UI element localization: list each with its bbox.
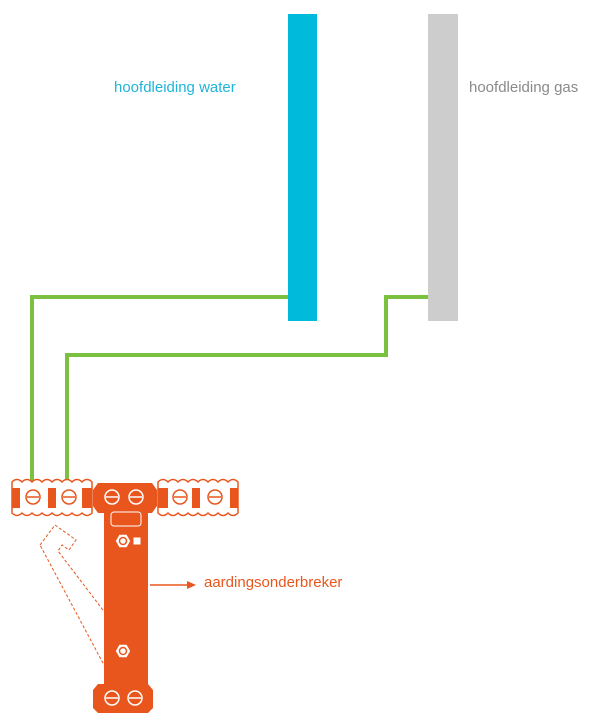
terminal-screws <box>25 489 223 505</box>
bar-nut-bottom <box>114 643 132 659</box>
water-pipe-label: hoofdleiding water <box>114 79 236 96</box>
earthing-interrupter <box>11 478 239 713</box>
central-clamp <box>93 483 157 513</box>
gas-main-pipe <box>428 14 458 321</box>
bottom-clamp <box>93 684 153 713</box>
breaker-arrow <box>150 581 196 589</box>
gas-earth-wire <box>65 295 428 482</box>
water-earth-wire <box>30 295 288 482</box>
open-link-dashed <box>39 524 142 681</box>
gas-pipe-label: hoofdleiding gas <box>469 79 579 96</box>
breaker-label: aardingsonderbreker <box>204 574 343 591</box>
bar-nut-top <box>114 533 142 549</box>
water-main-pipe <box>288 14 317 321</box>
